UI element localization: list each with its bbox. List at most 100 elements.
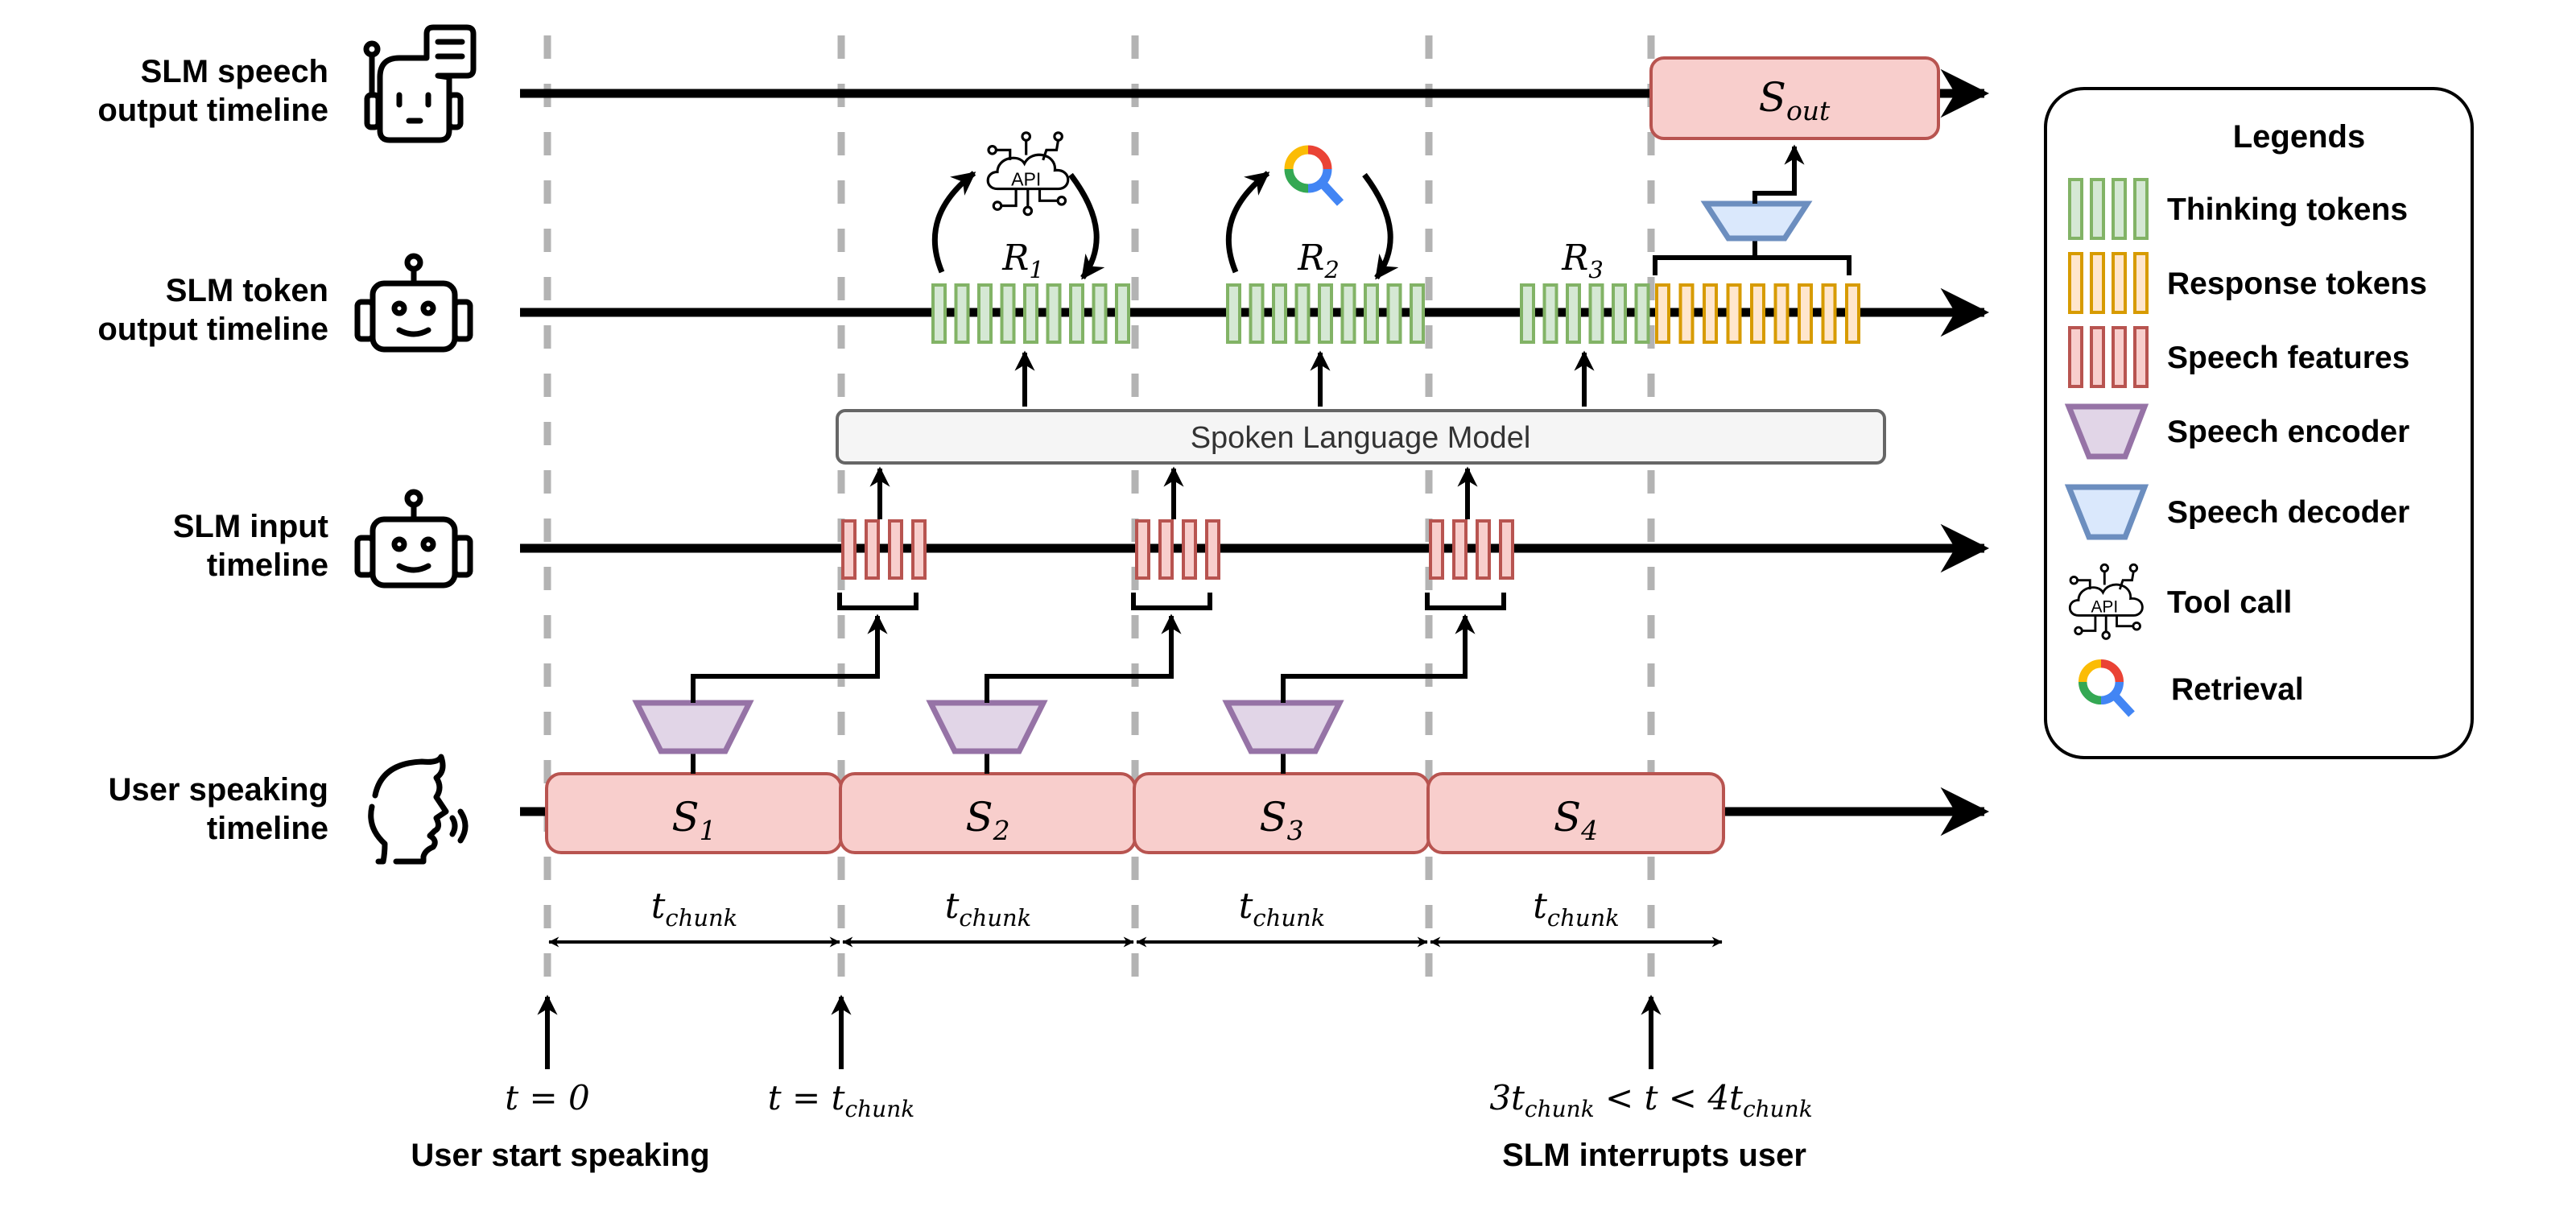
speech-feature-bar	[865, 519, 880, 580]
time-marker-caption: SLM interrupts user	[1502, 1138, 1806, 1173]
reasoning-group-label-base: R	[1561, 238, 1588, 279]
chunk-duration-label: tchunk​	[1533, 886, 1620, 932]
sound-wave-small	[449, 815, 458, 837]
robot-right-ear	[452, 299, 473, 342]
speech-feature-bar	[1452, 519, 1468, 580]
user-speech-chunk-label-subscript: 2	[993, 815, 1010, 846]
user-speech-chunk-label-subscript: 4	[1580, 815, 1598, 846]
tool-call-return-arrow	[1068, 172, 1105, 280]
chunk-duration-label-subscript: chunk	[1547, 904, 1620, 932]
timeline-label-line: output timeline	[97, 93, 328, 128]
time-marker-label: 3tchunk​ < t < 4tchunk​	[1489, 1078, 1812, 1122]
time-marker-label-subscript: chunk	[1525, 1096, 1595, 1122]
robot-antenna-tip	[404, 489, 423, 508]
chunk-duration-label-base: t	[1239, 886, 1253, 927]
timeline-label-line: SLM token	[166, 273, 328, 308]
robot-right-ear	[452, 535, 473, 578]
user-speech-chunk	[1426, 772, 1725, 854]
api-circuit-node	[2128, 563, 2139, 573]
search-ring-green	[1284, 168, 1309, 193]
legend-label-thinking: Thinking tokens	[2167, 192, 2408, 227]
time-marker-label-base: t = 0	[505, 1078, 590, 1118]
user-speech-chunk-label-base: S	[671, 794, 699, 841]
speech-feature-bar	[888, 519, 903, 580]
api-icon-text: API	[1011, 168, 1041, 189]
thinking-token-bar	[1612, 283, 1627, 344]
thinking-token-bar	[1069, 283, 1084, 344]
time-marker-label-subscript: chunk	[844, 1096, 914, 1122]
legend-label-decoder: Speech decoder	[2167, 495, 2409, 530]
api-circuit-line	[2116, 615, 2134, 628]
legend-box	[2044, 87, 2474, 759]
api-circuit-node	[2099, 563, 2109, 573]
retrieval-call-arrow	[1225, 171, 1270, 274]
robot-left-ear	[354, 299, 376, 342]
legend-thinking-swatch	[2112, 178, 2127, 240]
timeline-label-line: SLM input	[173, 509, 328, 544]
response-token-bar	[1845, 283, 1860, 344]
head-profile-outline	[372, 754, 449, 865]
robot-left-ear	[354, 535, 376, 578]
user-speech-chunk-label: S1​	[671, 794, 716, 846]
speech-feature-bar	[1182, 519, 1197, 580]
thinking-token-bar	[1364, 283, 1379, 344]
thinking-token-bar	[1000, 283, 1016, 344]
encoder-to-features-arrow	[691, 614, 888, 703]
timeline-labels: User start speaking SLM interrupts user SL…	[97, 24, 1806, 1173]
time-marker-caption: User start speaking	[411, 1138, 709, 1173]
thinking-token-bar	[1115, 283, 1130, 344]
user-speech-chunk-label: S3​	[1259, 794, 1303, 846]
user-speech-chunk-label-base: S	[1554, 794, 1581, 841]
chunk-duration-label-base: t	[651, 886, 666, 927]
robot-smile	[396, 563, 431, 573]
thinking-token-bar	[1588, 283, 1604, 344]
speech-encoder-shape	[1222, 700, 1344, 754]
timeline-label-line: timeline	[207, 547, 328, 583]
reasoning-group-label-subscript: 2	[1323, 256, 1339, 283]
response-tokens-bracket	[1653, 255, 1852, 275]
chunk-duration-label: tchunk​	[1239, 886, 1326, 932]
legend-label-encoder: Speech encoder	[2167, 415, 2409, 449]
thinking-token-bar	[1542, 283, 1558, 344]
robot-smile	[396, 327, 431, 337]
api-circuit-node	[992, 200, 1003, 211]
search-handle	[1317, 179, 1344, 206]
user-speech-chunk-label-subscript: 1	[700, 815, 716, 846]
api-circuit-node	[1021, 131, 1031, 142]
time-marker-label-base: 3t	[1489, 1078, 1525, 1118]
thinking-token-bar	[1340, 283, 1356, 344]
speech-feature-bar	[1158, 519, 1174, 580]
api-circuit-node	[1053, 131, 1063, 142]
speaking-head-icon	[368, 754, 469, 865]
reasoning-group-label: R2​	[1297, 238, 1340, 283]
legend-tool-call-icon: API	[2068, 563, 2144, 640]
response-token-bar	[1798, 283, 1813, 344]
robot-speech-bubble-icon	[363, 24, 477, 143]
search-ring-yellow	[1284, 145, 1309, 170]
robot-right-eye	[420, 536, 436, 552]
robot-right-eye	[420, 300, 436, 316]
legend-label-retrieval: Retrieval	[2171, 672, 2304, 707]
api-circuit-line	[995, 148, 1012, 160]
speech-encoder-shape	[926, 700, 1048, 754]
time-marker-label-base: t = t	[768, 1078, 845, 1118]
chunk-duration-label-subscript: chunk	[1253, 904, 1325, 932]
api-cloud-outline	[2068, 583, 2144, 617]
api-circuit-line	[2081, 615, 2097, 632]
api-circuit-node	[1056, 195, 1067, 206]
timeline-label-line: User speaking	[109, 772, 328, 808]
thinking-token-bar	[1272, 283, 1287, 344]
time-marker-label-subscript: chunk	[1743, 1096, 1813, 1122]
response-token-bar	[1821, 283, 1837, 344]
reasoning-group-label-base: R	[1001, 238, 1029, 279]
chunk-duration-label-base: t	[1533, 886, 1547, 927]
robot-left-ear	[364, 92, 382, 130]
thinking-token-bar	[977, 283, 993, 344]
user-speech-chunk-label-base: S	[965, 794, 993, 841]
legend-retrieval-icon	[2078, 659, 2135, 717]
thinking-token-bar	[1046, 283, 1062, 344]
